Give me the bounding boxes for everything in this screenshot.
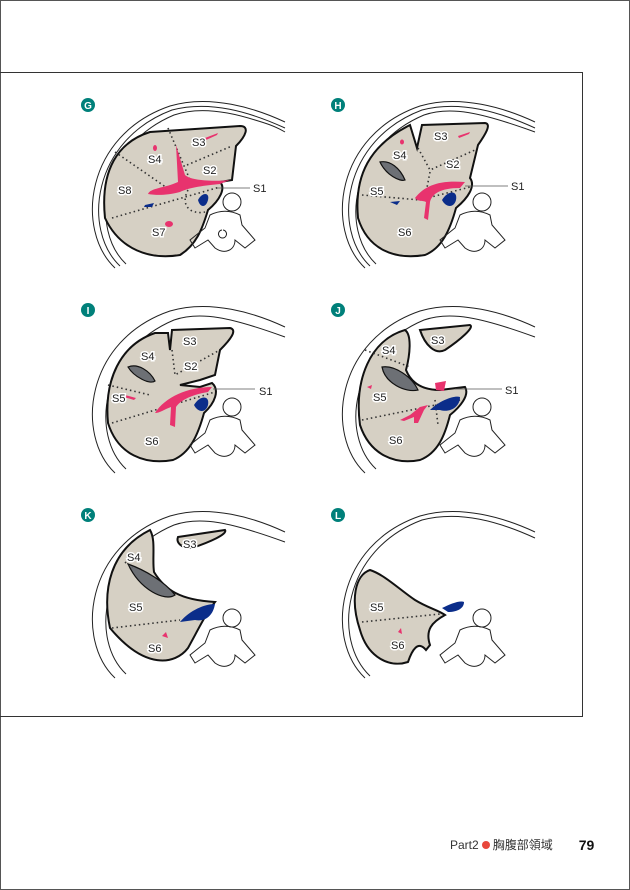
svg-text:G: G [84,101,92,112]
page-footer: Part2 胸腹部領域 79 [450,836,594,853]
svg-text:S6: S6 [145,436,158,448]
svg-text:S5: S5 [112,393,125,405]
svg-text:S4: S4 [382,345,395,357]
panel-j: J S3 S4 S5 S6 S1 [320,295,540,485]
svg-text:S6: S6 [389,435,402,447]
footer-section: 胸腹部領域 [492,838,553,852]
svg-text:K: K [84,511,92,522]
svg-text:S3: S3 [434,131,447,143]
svg-text:L: L [335,511,341,522]
svg-text:S1: S1 [505,385,518,397]
panel-k: K S3 S4 S5 S6 [70,500,290,690]
svg-text:S5: S5 [370,186,383,198]
svg-text:S4: S4 [141,351,154,363]
svg-text:S5: S5 [370,602,383,614]
svg-text:S5: S5 [129,602,142,614]
panel-l: L S5 S6 [320,500,540,690]
svg-text:J: J [335,306,341,317]
svg-text:S1: S1 [511,181,524,193]
footer-part: Part2 [450,837,479,852]
svg-text:S3: S3 [431,335,444,347]
svg-text:S3: S3 [192,137,205,149]
panel-g: G S3 S4 S2 S8 S7 S1 [70,90,290,280]
svg-text:S6: S6 [148,643,161,655]
panel-i: I S3 S4 S2 S5 S6 S1 [70,295,290,485]
svg-text:S4: S4 [148,154,161,166]
svg-text:S2: S2 [184,361,197,373]
figure-frame [0,72,583,717]
svg-text:S8: S8 [118,185,131,197]
svg-text:S5: S5 [373,392,386,404]
svg-text:S1: S1 [253,183,266,195]
svg-text:S6: S6 [391,640,404,652]
svg-text:S2: S2 [446,159,459,171]
svg-text:H: H [334,101,341,112]
svg-text:I: I [87,306,90,317]
bullet-icon [481,840,490,849]
page-number: 79 [578,836,595,853]
panel-h: H S3 S4 S2 S5 S6 S1 [320,90,540,280]
svg-text:S3: S3 [183,336,196,348]
svg-text:S2: S2 [203,165,216,177]
svg-text:S6: S6 [398,227,411,239]
svg-text:S1: S1 [259,386,272,398]
svg-text:S7: S7 [152,227,165,239]
badge-g: G [81,98,95,112]
svg-text:S4: S4 [127,552,140,564]
svg-text:S4: S4 [393,150,406,162]
svg-text:S3: S3 [183,539,196,551]
